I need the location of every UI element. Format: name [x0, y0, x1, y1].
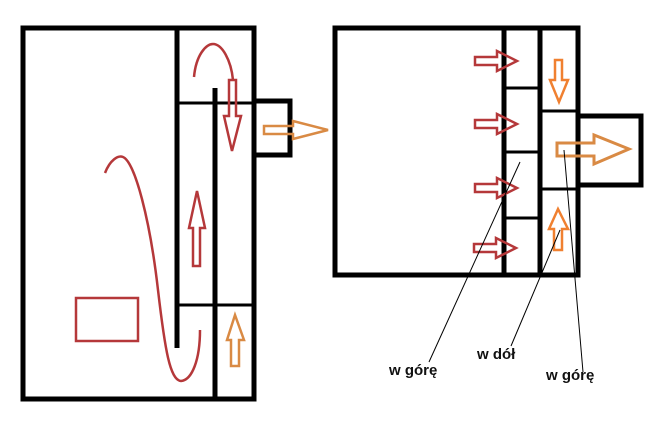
leader-lines [428, 149, 584, 373]
label-middle-down: w dół [477, 346, 516, 363]
red-arrow-right-4 [472, 235, 519, 261]
red-arrow-up [187, 190, 207, 268]
orange-arrow-up-left [225, 311, 246, 368]
top-arc-curve [192, 42, 235, 81]
label-left-up: w górę [389, 362, 438, 379]
orange-arrow-down [548, 58, 570, 106]
red-arrow-right-3 [473, 175, 520, 201]
red-arrow-right-1 [473, 48, 520, 74]
left-orange-flow [225, 119, 329, 368]
orange-arrow-right-exhaust [555, 132, 633, 167]
right-outlet-box [575, 113, 644, 188]
right-orange-arrows [547, 58, 571, 252]
leader-line-down [510, 229, 561, 347]
left-red-flow [74, 42, 243, 383]
left-cabinet [20, 25, 293, 402]
left-outlet-box [251, 98, 293, 158]
leader-line-left-up [428, 161, 521, 363]
right-red-arrows [472, 48, 520, 261]
orange-arrow-up-right [547, 206, 571, 252]
leader-line-right-up [563, 149, 584, 373]
label-right-up: w górę [546, 367, 595, 384]
left-outer-box [20, 25, 257, 402]
orange-arrow-right-left [262, 119, 329, 141]
right-cabinet [332, 25, 644, 278]
big-flow-curve [103, 155, 202, 383]
heat-source-rect [74, 296, 140, 343]
red-arrow-down [222, 78, 243, 152]
red-arrow-right-2 [473, 111, 520, 137]
